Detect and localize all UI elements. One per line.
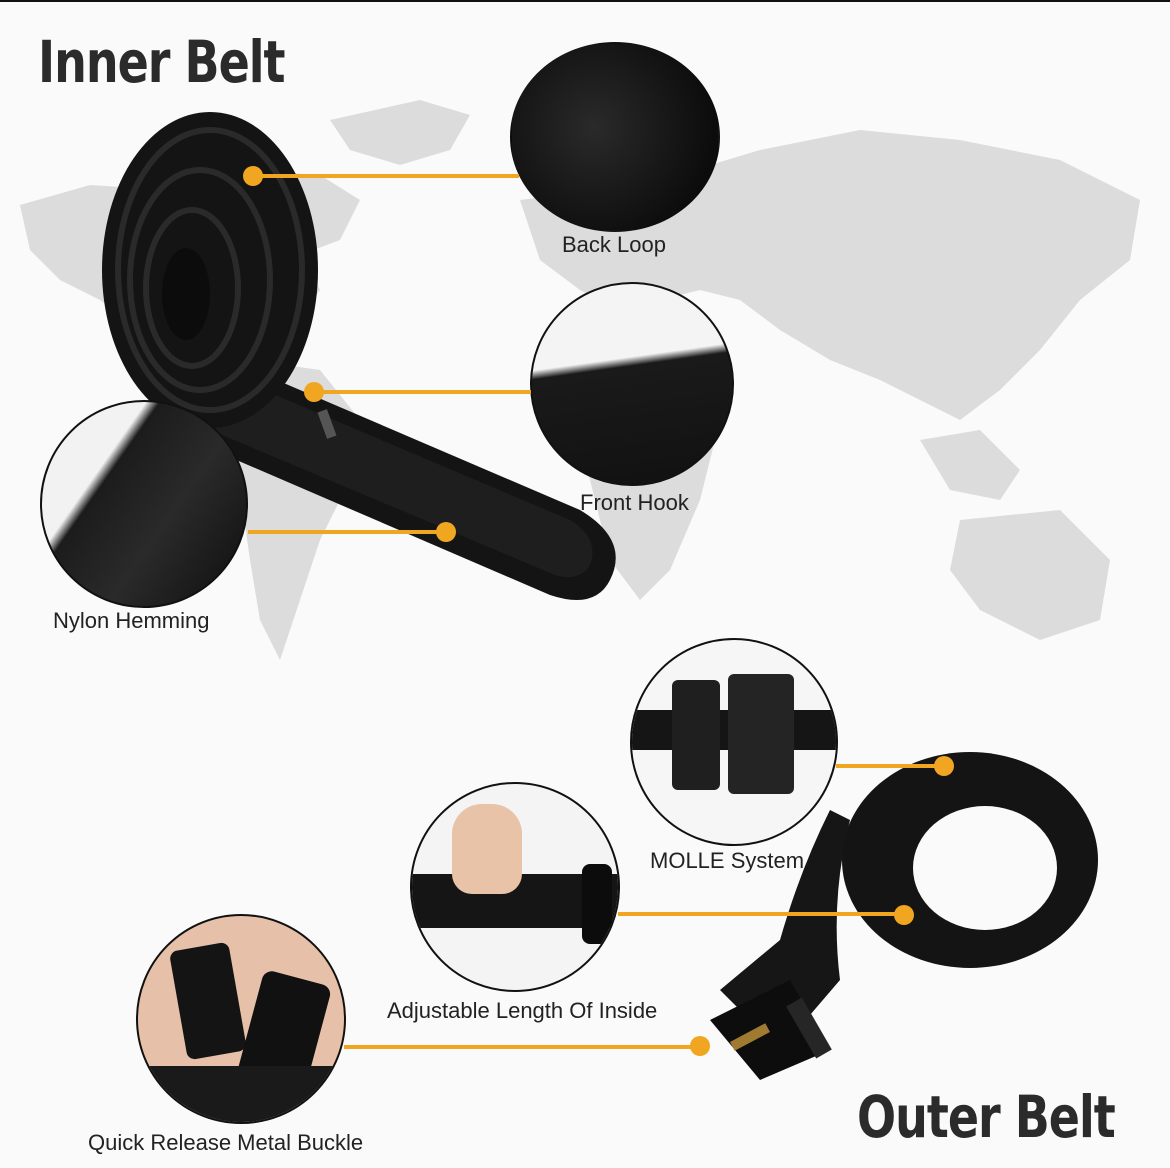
front-hook-detail-image xyxy=(530,282,734,486)
molle-system-detail-image xyxy=(630,638,838,846)
molle-system-connector xyxy=(836,764,944,768)
front-hook-marker xyxy=(304,382,324,402)
adjustable-length-marker xyxy=(894,905,914,925)
nylon-hemming-marker xyxy=(436,522,456,542)
quick-release-buckle-connector xyxy=(344,1045,696,1049)
quick-release-buckle-marker xyxy=(690,1036,710,1056)
back-loop-detail-image xyxy=(510,42,720,232)
adjustable-length-connector xyxy=(618,912,906,916)
quick-release-buckle-label: Quick Release Metal Buckle xyxy=(88,1130,364,1155)
front-hook-connector xyxy=(313,390,531,394)
back-loop-label: Back Loop xyxy=(562,232,666,257)
nylon-hemming-detail-image xyxy=(40,400,248,608)
back-loop-connector xyxy=(254,174,519,178)
inner-belt-image xyxy=(102,112,616,600)
molle-system-marker xyxy=(934,756,954,776)
molle-system-label: MOLLE System xyxy=(650,848,805,873)
nylon-hemming-connector xyxy=(248,530,448,534)
back-loop-marker xyxy=(243,166,263,186)
top-border xyxy=(0,0,1170,2)
adjustable-length-label: Adjustable Length Of Inside xyxy=(387,998,658,1023)
nylon-hemming-label: Nylon Hemming xyxy=(53,608,210,633)
outer-belt-title: Outer Belt xyxy=(857,1083,1116,1151)
front-hook-label: Front Hook xyxy=(580,490,689,515)
quick-release-buckle-detail-image xyxy=(136,914,346,1124)
adjustable-length-detail-image xyxy=(410,782,620,992)
inner-belt-title: Inner Belt xyxy=(38,28,286,96)
